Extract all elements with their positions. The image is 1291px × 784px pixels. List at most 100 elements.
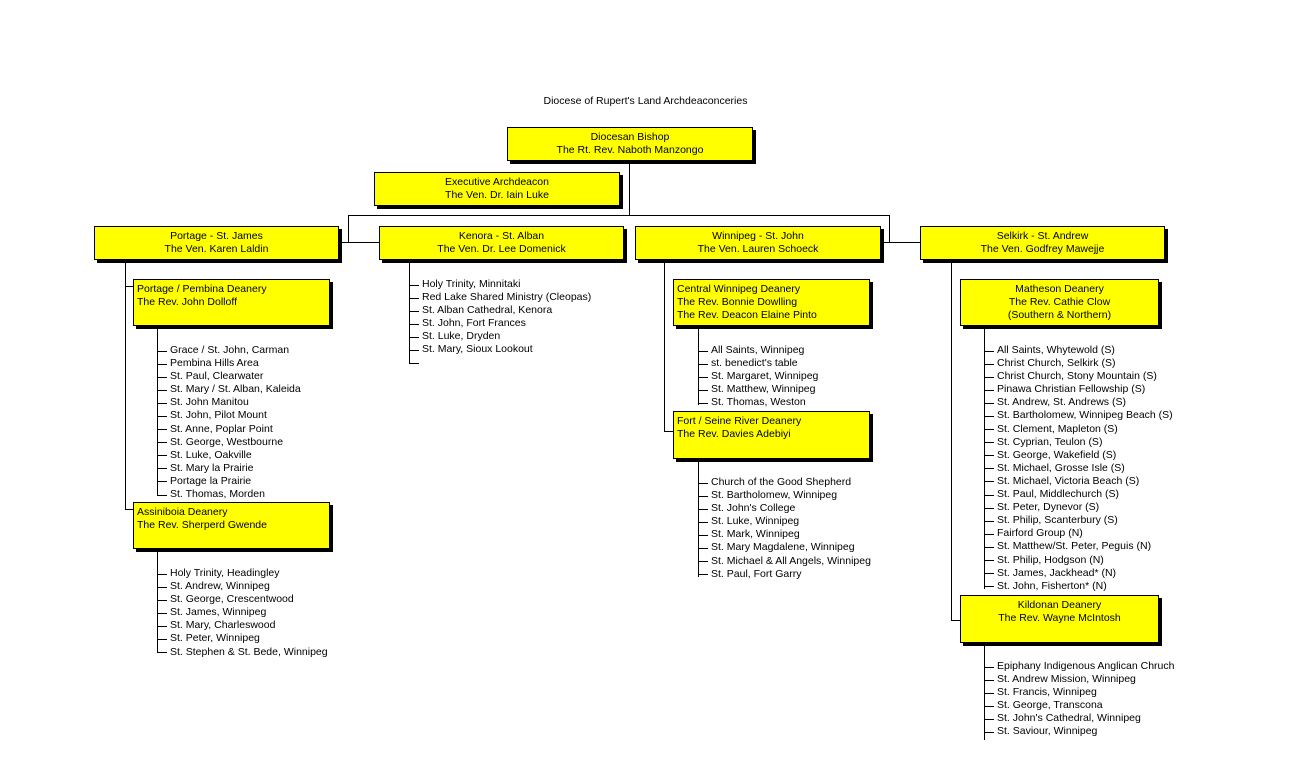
- parish-item: St. James, Winnipeg: [157, 606, 328, 619]
- parish-item: St. Luke, Oakville: [157, 449, 301, 462]
- parish-item: Grace / St. John, Carman: [157, 344, 301, 357]
- archdeaconry-winnipeg: Winnipeg - St. John The Ven. Lauren Scho…: [635, 226, 881, 260]
- connector-portage-deaneries: [125, 260, 126, 510]
- parish-item: St. Mary, Sioux Lookout: [409, 343, 591, 356]
- parish-item: St. George, Crescentwood: [157, 593, 328, 606]
- parish-item: St. Alban Cathedral, Kenora: [409, 304, 591, 317]
- parish-item: St. Peter, Winnipeg: [157, 632, 328, 645]
- connector-fs-parishes: [698, 459, 699, 577]
- parish-item: St. George, Transcona: [984, 699, 1174, 712]
- deanery-title: Assiniboia Deanery: [137, 506, 228, 518]
- deanery-kildonan: Kildonan Deanery The Rev. Wayne McIntosh: [960, 595, 1159, 643]
- connector-winnipeg-deaneries: [664, 260, 665, 432]
- archdeaconry-portage: Portage - St. James The Ven. Karen Laldi…: [94, 226, 339, 260]
- deanery-note: (Southern & Northern): [1007, 309, 1112, 321]
- archdeaconry-title: Selkirk - St. Andrew: [996, 230, 1089, 242]
- parish-item: St. John's Cathedral, Winnipeg: [984, 712, 1174, 725]
- parish-item: St. Andrew, St. Andrews (S): [984, 396, 1173, 409]
- archdeaconry-name: The Ven. Godfrey Mawejje: [980, 243, 1105, 255]
- bishop-name: The Rt. Rev. Naboth Manzongo: [556, 144, 704, 156]
- parish-item: St. Margaret, Winnipeg: [698, 370, 818, 383]
- executive-name: The Ven. Dr. Iain Luke: [445, 189, 549, 201]
- parish-item: St. Mark, Winnipeg: [698, 528, 871, 541]
- connector-selkirk-deaneries: [951, 260, 952, 621]
- parish-item: St. Paul, Fort Garry: [698, 568, 871, 581]
- parish-item: All Saints, Whytewold (S): [984, 344, 1173, 357]
- parish-item: St. Luke, Dryden: [409, 330, 591, 343]
- deanery-matheson: Matheson Deanery The Rev. Cathie Clow (S…: [960, 279, 1159, 326]
- deanery-clergy: The Rev. Cathie Clow: [1008, 296, 1111, 308]
- parish-list-matheson: All Saints, Whytewold (S)Christ Church, …: [984, 344, 1173, 593]
- archdeaconry-name: The Ven. Lauren Schoeck: [697, 243, 819, 255]
- parish-item: St. Andrew, Winnipeg: [157, 580, 328, 593]
- parish-item: Holy Trinity, Minnitaki: [409, 278, 591, 291]
- parish-item: St. Mary / St. Alban, Kaleida: [157, 383, 301, 396]
- connector-drop-portage: [348, 215, 349, 242]
- deanery-clergy: The Rev. Wayne McIntosh: [998, 612, 1121, 624]
- connector-kenora-parishes: [409, 260, 410, 364]
- parish-item: St. Philip, Hodgson (N): [984, 554, 1173, 567]
- parish-item: Pembina Hills Area: [157, 357, 301, 370]
- parish-item: st. benedict's table: [698, 357, 818, 370]
- connector-to-fort-seine: [664, 431, 673, 432]
- parish-item: St. George, Westbourne: [157, 436, 301, 449]
- archdeaconry-selkirk: Selkirk - St. Andrew The Ven. Godfrey Ma…: [920, 226, 1165, 260]
- parish-item: St. Bartholomew, Winnipeg Beach (S): [984, 409, 1173, 422]
- parish-item: St. Thomas, Weston: [698, 396, 818, 409]
- deanery-clergy: The Rev. Deacon Elaine Pinto: [677, 309, 817, 321]
- connector-kil-parishes: [984, 643, 985, 740]
- parish-item: St. Anne, Poplar Point: [157, 423, 301, 436]
- parish-item: St. Luke, Winnipeg: [698, 515, 871, 528]
- connector-to-kildonan: [951, 620, 960, 621]
- parish-item: St. Michael & All Angels, Winnipeg: [698, 555, 871, 568]
- parish-item: St. Matthew, Winnipeg: [698, 383, 818, 396]
- connector-to-assiniboia: [125, 509, 134, 510]
- parish-item: St. Paul, Middlechurch (S): [984, 488, 1173, 501]
- parish-item: St. Clement, Mapleton (S): [984, 423, 1173, 436]
- connector-to-portage-pembina: [125, 286, 134, 287]
- deanery-title: Central Winnipeg Deanery: [677, 283, 801, 295]
- deanery-clergy: The Rev. Davies Adebiyi: [677, 428, 791, 440]
- parish-item: Fairford Group (N): [984, 527, 1173, 540]
- parish-item: St. Matthew/St. Peter, Peguis (N): [984, 540, 1173, 553]
- parish-item: St. Mary Magdalene, Winnipeg: [698, 541, 871, 554]
- deanery-clergy: The Rev. Sherperd Gwende: [137, 519, 267, 531]
- deanery-central-winnipeg: Central Winnipeg Deanery The Rev. Bonnie…: [673, 279, 870, 326]
- executive-role: Executive Archdeacon: [445, 176, 549, 188]
- parish-item: St. Francis, Winnipeg: [984, 686, 1174, 699]
- parish-item: Pinawa Christian Fellowship (S): [984, 383, 1173, 396]
- deanery-title: Kildonan Deanery: [1017, 599, 1102, 611]
- parish-item: St. John, Fort Frances: [409, 317, 591, 330]
- parish-item: St. Stephen & St. Bede, Winnipeg: [157, 646, 328, 659]
- parish-item: All Saints, Winnipeg: [698, 344, 818, 357]
- deanery-title: Matheson Deanery: [1015, 283, 1104, 295]
- parish-item: Church of the Good Shepherd: [698, 476, 871, 489]
- deanery-title: Fort / Seine River Deanery: [677, 415, 802, 427]
- connector-pp-parishes: [157, 326, 158, 496]
- parish-item: Christ Church, Stony Mountain (S): [984, 370, 1173, 383]
- parish-item: Christ Church, Selkirk (S): [984, 357, 1173, 370]
- parish-item: St. Saviour, Winnipeg: [984, 725, 1174, 738]
- parish-item: St. Paul, Clearwater: [157, 370, 301, 383]
- parish-item: Holy Trinity, Headingley: [157, 567, 328, 580]
- parish-item: St. Cyprian, Teulon (S): [984, 436, 1173, 449]
- connector-mat-parishes: [984, 326, 985, 589]
- parish-item: St. John's College: [698, 502, 871, 515]
- parish-item: St. James, Jackhead* (N): [984, 567, 1173, 580]
- executive-archdeacon-box: Executive Archdeacon The Ven. Dr. Iain L…: [374, 172, 620, 206]
- connector-top-bus: [348, 215, 890, 216]
- deanery-fort-seine: Fort / Seine River Deanery The Rev. Davi…: [673, 411, 870, 459]
- chart-title: Diocese of Rupert's Land Archdeaconcerie…: [543, 95, 748, 107]
- connector-row-right: [881, 242, 920, 243]
- connector-drop-selkirk: [889, 215, 890, 242]
- parish-item: Red Lake Shared Ministry (Cleopas): [409, 291, 591, 304]
- parish-item: St. Philip, Scanterbury (S): [984, 514, 1173, 527]
- archdeaconry-title: Kenora - St. Alban: [458, 230, 545, 242]
- archdeaconry-title: Winnipeg - St. John: [712, 230, 804, 242]
- parish-item: St. Thomas, Morden: [157, 488, 301, 501]
